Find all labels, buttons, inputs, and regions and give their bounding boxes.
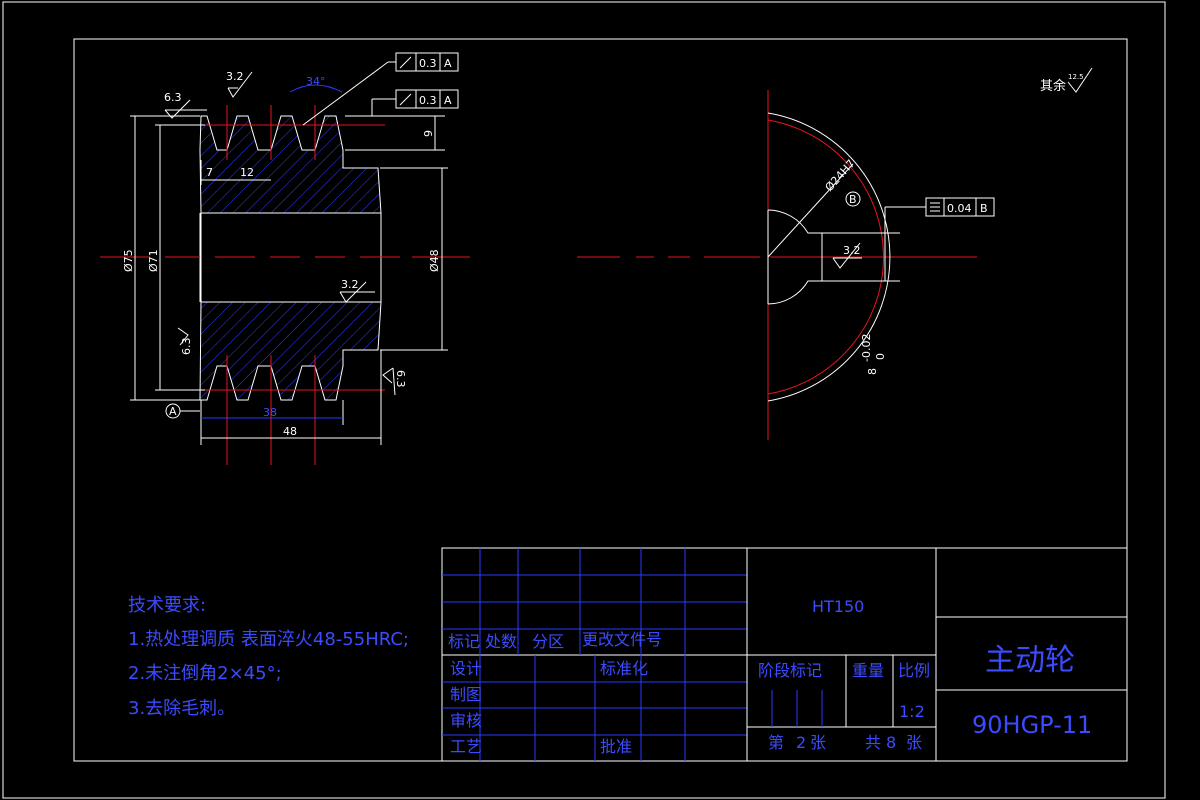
stage-mark: 阶段标记 bbox=[758, 661, 822, 680]
svg-text:12.5: 12.5 bbox=[1068, 73, 1084, 81]
notes-line-1: 1.热处理调质 表面淬火48-55HRC; bbox=[128, 629, 409, 650]
weight: 重量 bbox=[852, 661, 884, 680]
sheet-number: 2 bbox=[796, 733, 806, 752]
runout-frame-1: 0.3 A bbox=[302, 52, 459, 126]
notes-title: 技术要求: bbox=[128, 595, 206, 616]
bore-keyway bbox=[767, 209, 823, 305]
drawing-number: 90HGP-11 bbox=[972, 711, 1092, 739]
dim-7: 7 bbox=[206, 166, 213, 179]
row-draw: 制图 bbox=[450, 685, 482, 704]
datum-b: B bbox=[849, 193, 857, 206]
svg-text:6.3: 6.3 bbox=[394, 370, 407, 388]
roughness-left: 6.3 bbox=[164, 91, 207, 119]
svg-text:3.2: 3.2 bbox=[843, 244, 861, 257]
row-check: 审核 bbox=[450, 711, 482, 730]
runout-frame-2: 0.3 A bbox=[371, 89, 459, 116]
svg-text:6.3: 6.3 bbox=[164, 91, 182, 104]
sheet-prefix: 第 bbox=[768, 733, 784, 752]
svg-text:0.3: 0.3 bbox=[419, 94, 437, 107]
roughness-keyway: 3.2 bbox=[832, 242, 862, 269]
dim-diameter-71: Ø71 bbox=[147, 249, 160, 272]
scale-label: 比例 bbox=[898, 661, 930, 680]
svg-text:A: A bbox=[169, 405, 177, 418]
row-design: 设计 bbox=[450, 659, 482, 678]
row-standard: 标准化 bbox=[600, 659, 648, 678]
notes-line-2: 2.未注倒角2×45°; bbox=[128, 663, 282, 684]
sheet-unit: 张 bbox=[810, 733, 826, 752]
svg-text:3.2: 3.2 bbox=[226, 70, 244, 83]
section-view: Ø75 Ø71 Ø48 9 7 12 48 38 3.2 6.3 3.2 6.3 bbox=[100, 52, 470, 465]
dim-9: 9 bbox=[422, 130, 435, 137]
keyway-tol-bot: 0 bbox=[874, 353, 887, 360]
total-prefix: 共 bbox=[865, 733, 881, 752]
dim-38: 38 bbox=[263, 406, 277, 419]
dim-48: 48 bbox=[283, 425, 297, 438]
svg-text:B: B bbox=[980, 202, 988, 215]
sheet-outer-border bbox=[2, 1, 1166, 799]
svg-text:A: A bbox=[444, 57, 452, 70]
col-count: 处数 bbox=[485, 632, 517, 651]
notes-line-3: 3.去除毛刺。 bbox=[128, 698, 235, 719]
dim-angle-34: 34° bbox=[306, 75, 326, 88]
symmetry-frame: 0.04 B bbox=[884, 197, 995, 233]
col-zone: 分区 bbox=[532, 632, 564, 651]
roughness-others: 其余 12.5 bbox=[1040, 67, 1093, 94]
col-mark: 标记 bbox=[448, 632, 480, 651]
svg-text:0.04: 0.04 bbox=[947, 202, 972, 215]
roughness-side-right: 6.3 bbox=[382, 367, 407, 396]
roughness-bore: 3.2 bbox=[339, 278, 375, 303]
side-view: Ø24H7 B 0.04 B 3.2 8 -0.02 0 其余 12.5 bbox=[577, 67, 1093, 440]
row-approve: 批准 bbox=[600, 737, 632, 756]
datum-a: A bbox=[165, 403, 200, 419]
total-number: 8 bbox=[886, 733, 896, 752]
roughness-side-left: 6.3 bbox=[177, 327, 193, 356]
section-hatch-upper bbox=[199, 115, 382, 214]
dim-diameter-48: Ø48 bbox=[428, 249, 441, 272]
roughness-top: 3.2 bbox=[226, 70, 253, 98]
scale-value: 1:2 bbox=[899, 702, 925, 721]
material: HT150 bbox=[812, 597, 864, 616]
keyway-tol-top: -0.02 bbox=[860, 334, 873, 362]
col-doc: 更改文件号 bbox=[582, 630, 662, 649]
svg-text:0.3: 0.3 bbox=[419, 57, 437, 70]
svg-text:其余: 其余 bbox=[1040, 78, 1066, 94]
svg-text:A: A bbox=[444, 94, 452, 107]
svg-text:3.2: 3.2 bbox=[341, 278, 359, 291]
svg-text:6.3: 6.3 bbox=[180, 338, 193, 356]
dim-diameter-75: Ø75 bbox=[122, 249, 135, 272]
section-hatch-lower bbox=[199, 301, 382, 401]
row-process: 工艺 bbox=[450, 737, 482, 756]
outer-arc bbox=[767, 112, 891, 402]
part-name: 主动轮 bbox=[985, 643, 1075, 678]
technical-notes: 技术要求: 1.热处理调质 表面淬火48-55HRC; 2.未注倒角2×45°;… bbox=[128, 595, 409, 719]
title-block: HT150 主动轮 90HGP-11 标记 处数 分区 更改文件号 设计 标准化… bbox=[441, 547, 1128, 762]
bore-diameter: Ø24H7 bbox=[823, 157, 858, 194]
dim-12: 12 bbox=[240, 166, 254, 179]
keyway-width: 8 bbox=[866, 368, 879, 375]
total-unit: 张 bbox=[906, 733, 922, 752]
